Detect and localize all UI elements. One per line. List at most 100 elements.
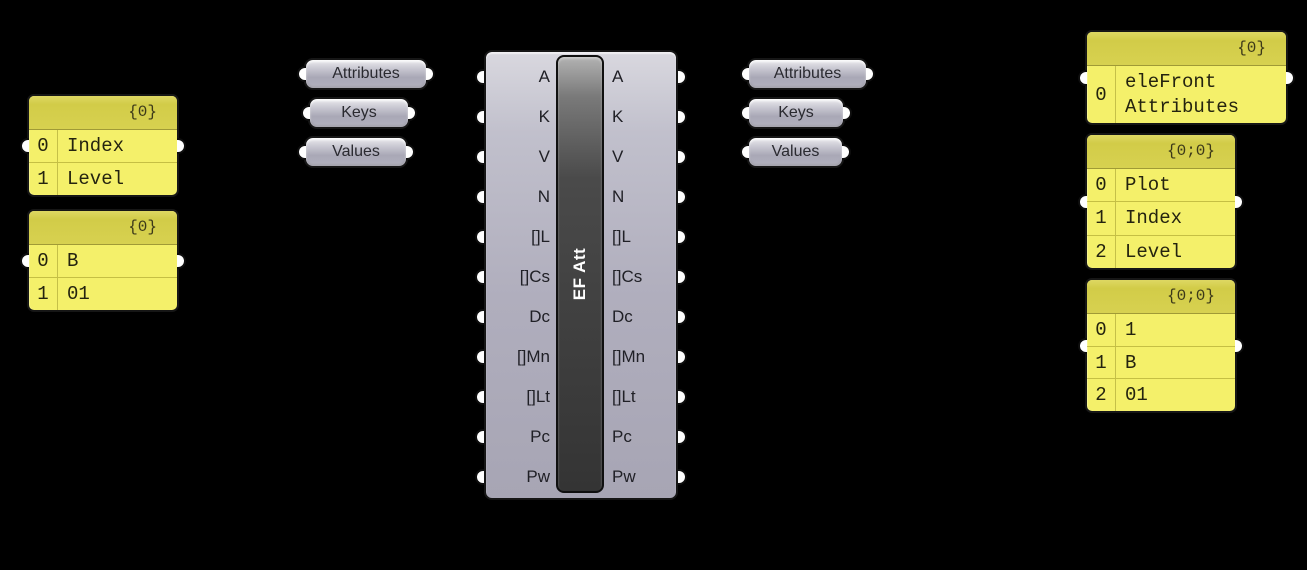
panel-path-header: {0;0}	[1087, 280, 1235, 314]
capsule-output-nub[interactable]	[426, 66, 435, 82]
input-port-nub[interactable]	[475, 309, 484, 325]
output-port-nub[interactable]	[678, 269, 687, 285]
row-index: 1	[29, 163, 58, 195]
panel-output-nub[interactable]	[1286, 69, 1295, 86]
row-value: 1	[1125, 318, 1137, 341]
param-capsule-attributes[interactable]: Attributes	[740, 58, 875, 90]
port-row: Pw Pw	[475, 457, 687, 497]
output-port-label: K	[612, 107, 624, 126]
param-capsule-keys[interactable]: Keys	[301, 97, 417, 129]
capsule-input-nub[interactable]	[297, 66, 306, 82]
output-port-nub[interactable]	[678, 429, 687, 445]
capsule-input-nub[interactable]	[297, 144, 306, 160]
data-panel-plot-index-level[interactable]: {0;0} 0 Plot 1 Index 2 Level	[1078, 133, 1244, 270]
output-port-label: N	[612, 187, 625, 206]
row-value: B	[67, 250, 79, 272]
capsule-output-nub[interactable]	[866, 66, 875, 82]
output-port-nub[interactable]	[678, 309, 687, 325]
input-port-label: A	[538, 67, 550, 86]
row-value: 01	[67, 283, 90, 305]
panel-output-nub[interactable]	[1235, 337, 1244, 354]
panel-row: 1 B	[1087, 345, 1235, 379]
port-row: N N	[475, 177, 687, 217]
port-row: []Mn []Mn	[475, 337, 687, 377]
data-panel-index-level[interactable]: {0} 0 Index 1 Level	[20, 94, 186, 197]
capsule-input-nub[interactable]	[301, 105, 310, 121]
output-port-nub[interactable]	[678, 109, 687, 125]
row-index: 2	[1087, 235, 1116, 268]
input-port-nub[interactable]	[475, 269, 484, 285]
row-index: 0	[1087, 66, 1116, 123]
output-port-label: A	[612, 67, 624, 86]
row-value: 01	[1125, 384, 1148, 407]
param-capsule-attributes[interactable]: Attributes	[297, 58, 435, 90]
capsule-label: Keys	[341, 104, 377, 121]
input-port-nub[interactable]	[475, 469, 484, 485]
data-panel-b-01[interactable]: {0} 0 B 1 01	[20, 209, 186, 312]
panel-row: 0 B	[29, 245, 177, 277]
capsule-input-nub[interactable]	[740, 66, 749, 82]
panel-input-nub[interactable]	[1078, 337, 1087, 354]
row-value: Level	[67, 168, 125, 190]
input-port-nub[interactable]	[475, 229, 484, 245]
row-index: 1	[1087, 346, 1116, 379]
panel-input-nub[interactable]	[20, 252, 29, 269]
input-port-label: Pw	[526, 467, 550, 486]
data-panel-elefront-attributes[interactable]: {0} 0 eleFront Attributes	[1078, 30, 1295, 125]
row-index: 0	[1087, 169, 1116, 202]
input-port-nub[interactable]	[475, 189, 484, 205]
param-capsule-keys[interactable]: Keys	[740, 97, 852, 129]
row-value: Level	[1125, 240, 1183, 263]
row-index: 0	[1087, 314, 1116, 346]
panel-output-nub[interactable]	[177, 252, 186, 269]
panel-row: 1 01	[29, 277, 177, 310]
panel-input-nub[interactable]	[1078, 193, 1087, 210]
param-capsule-values[interactable]: Values	[740, 136, 851, 168]
capsule-input-nub[interactable]	[740, 144, 749, 160]
output-port-label: []L	[612, 227, 631, 246]
ef-att-component[interactable]: EF Att A A K K V V N N []L	[475, 50, 687, 500]
port-row: []Lt []Lt	[475, 377, 687, 417]
output-port-nub[interactable]	[678, 389, 687, 405]
panel-input-nub[interactable]	[20, 137, 29, 154]
input-port-nub[interactable]	[475, 149, 484, 165]
input-port-nub[interactable]	[475, 109, 484, 125]
input-port-label: Pc	[530, 427, 550, 446]
panel-row: 0 Plot	[1087, 169, 1235, 202]
capsule-input-nub[interactable]	[740, 105, 749, 121]
panel-row: 0 Index	[29, 130, 177, 162]
panel-output-nub[interactable]	[1235, 193, 1244, 210]
input-port-nub[interactable]	[475, 349, 484, 365]
input-port-nub[interactable]	[475, 429, 484, 445]
input-port-label: N	[537, 187, 550, 206]
input-port-nub[interactable]	[475, 389, 484, 405]
panel-input-nub[interactable]	[1078, 69, 1087, 86]
port-row: Pc Pc	[475, 417, 687, 457]
output-port-nub[interactable]	[678, 149, 687, 165]
output-port-nub[interactable]	[678, 229, 687, 245]
output-port-nub[interactable]	[678, 189, 687, 205]
capsule-output-nub[interactable]	[842, 144, 851, 160]
panel-path-header: {0}	[29, 211, 177, 245]
input-port-label: []Lt	[526, 387, 550, 406]
input-port-label: []Mn	[516, 347, 550, 366]
capsule-label: Keys	[778, 104, 814, 121]
capsule-output-nub[interactable]	[843, 105, 852, 121]
output-port-nub[interactable]	[678, 469, 687, 485]
row-value: Index	[1125, 207, 1183, 230]
output-port-nub[interactable]	[678, 349, 687, 365]
data-panel-1-b-01[interactable]: {0;0} 0 1 1 B 2 01	[1078, 278, 1244, 413]
row-index: 1	[1087, 202, 1116, 235]
port-row: []Cs []Cs	[475, 257, 687, 297]
param-capsule-values[interactable]: Values	[297, 136, 415, 168]
input-port-nub[interactable]	[475, 69, 484, 85]
output-port-label: []Lt	[612, 387, 636, 406]
row-value: eleFront Attributes	[1125, 70, 1240, 118]
output-port-nub[interactable]	[678, 69, 687, 85]
component-name-bar[interactable]: EF Att	[556, 55, 604, 493]
capsule-output-nub[interactable]	[406, 144, 415, 160]
panel-output-nub[interactable]	[177, 137, 186, 154]
panel-path-header: {0;0}	[1087, 135, 1235, 169]
port-row: A A	[475, 57, 687, 97]
capsule-output-nub[interactable]	[408, 105, 417, 121]
